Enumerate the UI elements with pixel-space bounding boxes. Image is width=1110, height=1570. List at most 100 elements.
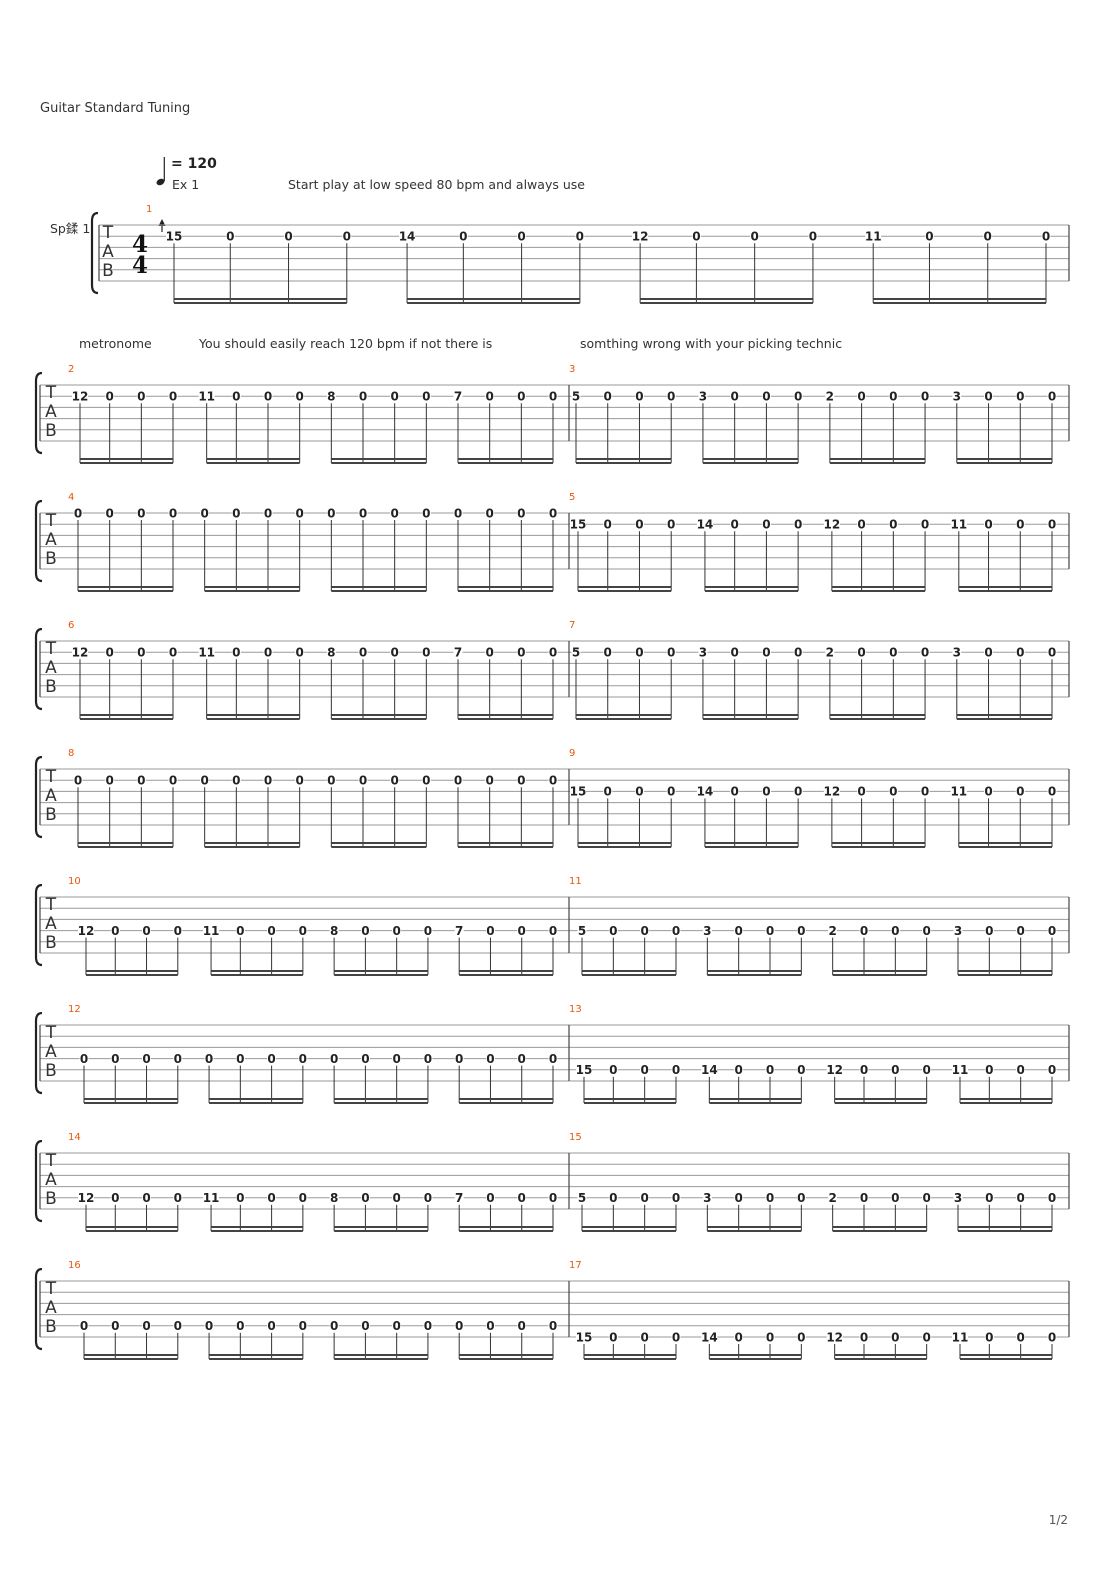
fret-number: 8 (330, 924, 338, 938)
note-knockout (640, 924, 650, 937)
note-knockout (1016, 1191, 1026, 1204)
fret-number: 0 (985, 1063, 993, 1077)
note-knockout (263, 646, 273, 659)
fret-number: 0 (486, 1191, 494, 1205)
note-knockout (1015, 785, 1025, 798)
tab-clef-letter: A (45, 658, 57, 678)
note-knockout (796, 924, 806, 937)
fret-number: 14 (399, 230, 416, 244)
tab-clef-letter: B (45, 933, 57, 953)
fret-number: 0 (264, 774, 272, 788)
fret-number: 0 (734, 1191, 742, 1205)
fret-number: 0 (766, 1330, 774, 1344)
fret-number: 0 (359, 774, 367, 788)
note-knockout (888, 518, 898, 531)
note-knockout (666, 785, 676, 798)
fret-number: 0 (105, 646, 113, 660)
note-knockout (857, 390, 867, 403)
fret-number: 3 (699, 390, 707, 404)
fret-number: 11 (950, 518, 967, 532)
fret-number: 0 (640, 1330, 648, 1344)
fret-number: 0 (299, 1319, 307, 1333)
tab-clef-letter: B (45, 421, 57, 441)
note-knockout (640, 1063, 650, 1076)
fret-number: 0 (392, 1052, 400, 1066)
fret-number: 0 (1016, 785, 1024, 799)
instruction-text-1: Start play at low speed 80 bpm and alway… (288, 177, 585, 192)
fret-number: 0 (455, 1319, 463, 1333)
fret-number: 3 (953, 390, 961, 404)
fret-number: 0 (984, 518, 992, 532)
note-knockout (953, 924, 963, 937)
note-knockout (750, 230, 760, 243)
fret-number: 12 (824, 785, 841, 799)
fret-number: 0 (200, 774, 208, 788)
fret-number: 0 (390, 646, 398, 660)
note-knockout (952, 1331, 968, 1343)
fret-number: 0 (267, 1191, 275, 1205)
fret-number: 0 (111, 1319, 119, 1333)
note-knockout (454, 924, 464, 937)
note-knockout (517, 1319, 527, 1332)
tab-clef-letter: B (45, 1317, 57, 1337)
fret-number: 0 (330, 1319, 338, 1333)
tab-clef-letter: B (45, 1061, 57, 1081)
fret-number: 0 (635, 518, 643, 532)
system-bracket (34, 1139, 43, 1223)
fret-number: 0 (517, 390, 525, 404)
note-knockout (453, 646, 463, 659)
fret-number: 0 (891, 924, 899, 938)
note-knockout (577, 924, 587, 937)
fret-number: 0 (1016, 646, 1024, 660)
tab-clef-letter: T (45, 1151, 57, 1171)
note-knockout (110, 1191, 120, 1204)
note-knockout (267, 1191, 277, 1204)
measure-number: 8 (68, 748, 74, 759)
fret-number: 3 (953, 646, 961, 660)
fret-number: 2 (826, 646, 834, 660)
fret-number: 0 (985, 924, 993, 938)
note-knockout (173, 1052, 183, 1065)
fret-number: 0 (635, 390, 643, 404)
note-knockout (571, 646, 581, 659)
note-knockout (284, 230, 294, 243)
note-knockout (823, 518, 840, 531)
fret-number: 3 (703, 1191, 711, 1205)
instruction-text-3: You should easily reach 120 bpm if not t… (199, 336, 493, 351)
fret-number: 0 (1016, 924, 1024, 938)
note-knockout (953, 1191, 963, 1204)
note-knockout (793, 646, 803, 659)
note-knockout (984, 1063, 994, 1076)
note-knockout (360, 1191, 370, 1204)
fret-number: 0 (264, 506, 272, 520)
fret-number: 0 (1048, 924, 1056, 938)
tab-clef-letter: B (45, 677, 57, 697)
note-knockout (198, 390, 215, 403)
note-knockout (136, 507, 146, 519)
fret-number: 0 (74, 774, 82, 788)
note-knockout (295, 390, 305, 403)
fret-number: 0 (549, 1191, 557, 1205)
note-knockout (231, 774, 241, 787)
fret-number: 0 (1016, 1330, 1024, 1344)
note-knockout (329, 924, 339, 937)
note-knockout (888, 646, 898, 659)
note-knockout (326, 390, 336, 403)
time-signature-bottom: 4 (132, 252, 148, 279)
time-signature-top: 4 (132, 231, 148, 258)
note-knockout (734, 1191, 744, 1204)
fret-number: 0 (295, 646, 303, 660)
fret-number: 12 (826, 1330, 843, 1344)
note-knockout (78, 1191, 94, 1204)
note-knockout (984, 1191, 994, 1204)
fret-number: 0 (267, 1052, 275, 1066)
fret-number: 0 (549, 774, 557, 788)
note-knockout (485, 1052, 495, 1065)
fret-number: 0 (518, 924, 526, 938)
fret-number: 14 (697, 785, 714, 799)
note-knockout (421, 390, 431, 403)
measure-number: 16 (68, 1260, 81, 1271)
note-knockout (1015, 390, 1025, 403)
fret-number: 0 (857, 785, 865, 799)
